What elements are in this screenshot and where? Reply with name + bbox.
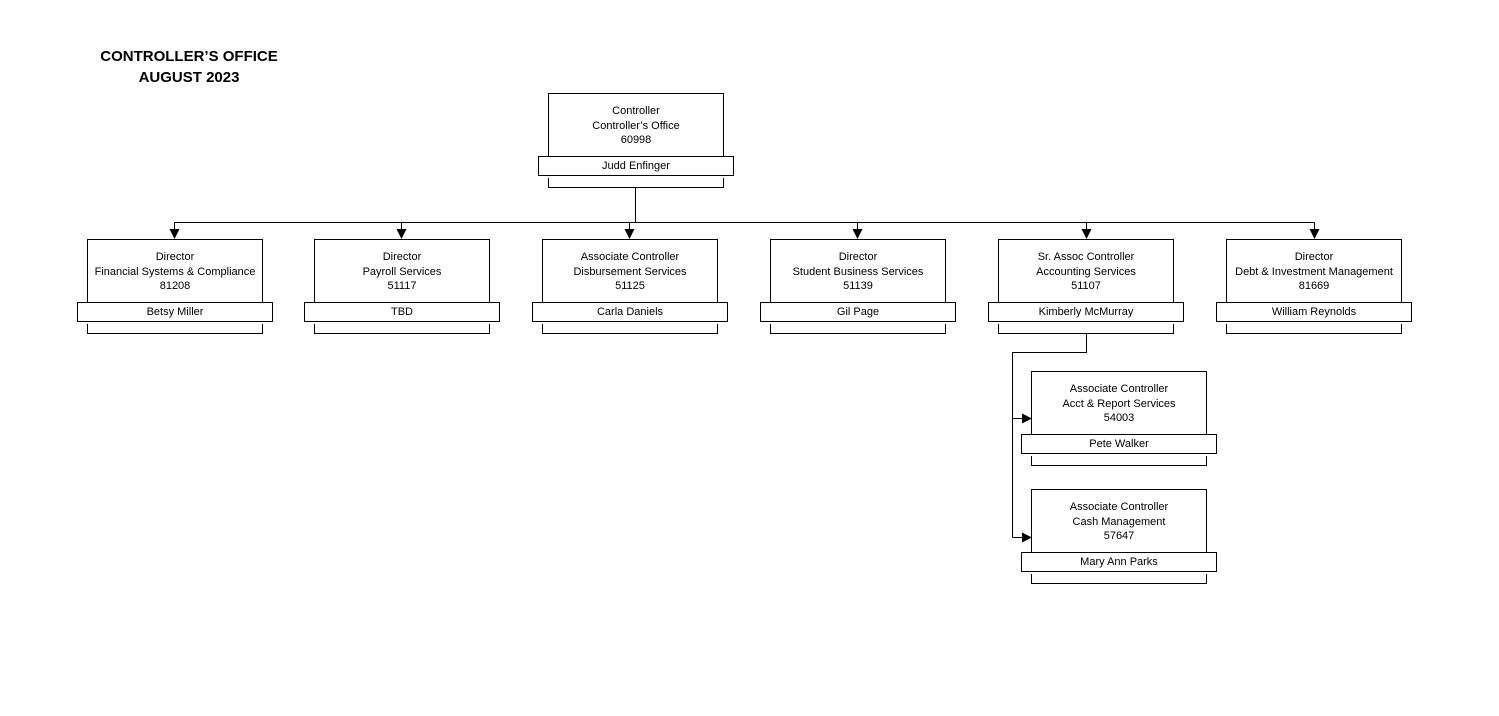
position-title: Sr. Assoc Controller	[1037, 251, 1135, 263]
accounting-subtree-line	[1012, 334, 1087, 538]
org-node-financial-systems[interactable]: Director Financial Systems & Compliance …	[77, 239, 273, 334]
employee-name: Gil Page	[760, 302, 956, 322]
org-node-debt-investment[interactable]: Director Debt & Investment Management 81…	[1216, 239, 1412, 334]
position-title: Controller	[612, 105, 660, 117]
position-title: Director	[155, 251, 195, 263]
department-name: Payroll Services	[362, 265, 442, 278]
position-title: Associate Controller	[580, 251, 680, 263]
department-code: 54003	[1103, 412, 1135, 424]
department-name: Student Business Services	[792, 265, 924, 278]
position-title: Director	[382, 251, 422, 263]
org-node-disbursement[interactable]: Associate Controller Disbursement Servic…	[532, 239, 728, 334]
department-name: Cash Management	[1072, 515, 1166, 528]
chart-title: CONTROLLER’S OFFICE	[100, 48, 278, 65]
employee-name: Carla Daniels	[532, 302, 728, 322]
department-name: Acct & Report Services	[1062, 397, 1176, 410]
org-node-cash-management[interactable]: Associate Controller Cash Management 576…	[1021, 489, 1217, 584]
org-node-student-business[interactable]: Director Student Business Services 51139…	[760, 239, 956, 334]
org-node-payroll[interactable]: Director Payroll Services 51117 TBD	[304, 239, 500, 334]
department-code: 51107	[1071, 280, 1101, 292]
position-title: Director	[838, 251, 878, 263]
position-title: Director	[1294, 251, 1334, 263]
employee-name: Pete Walker	[1021, 434, 1217, 454]
department-code: 57647	[1103, 530, 1135, 542]
department-code: 51139	[843, 280, 873, 292]
department-name: Debt & Investment Management	[1235, 265, 1393, 278]
department-code: 51117	[387, 280, 417, 292]
department-name: Controller’s Office	[592, 119, 680, 132]
org-node-controller[interactable]: Controller Controller’s Office 60998 Jud…	[538, 93, 734, 188]
position-title: Associate Controller	[1069, 383, 1169, 395]
department-name: Disbursement Services	[573, 265, 687, 278]
org-node-accounting[interactable]: Sr. Assoc Controller Accounting Services…	[988, 239, 1184, 334]
org-node-acct-report[interactable]: Associate Controller Acct & Report Servi…	[1021, 371, 1217, 466]
employee-name: Judd Enfinger	[538, 156, 734, 176]
department-code: 81669	[1298, 280, 1330, 292]
department-name: Financial Systems & Compliance	[94, 265, 256, 278]
department-name: Accounting Services	[1036, 265, 1136, 278]
employee-name: Kimberly McMurray	[988, 302, 1184, 322]
department-code: 60998	[620, 134, 652, 146]
employee-name: Betsy Miller	[77, 302, 273, 322]
position-title: Associate Controller	[1069, 501, 1169, 513]
employee-name: William Reynolds	[1216, 302, 1412, 322]
chart-date: AUGUST 2023	[138, 69, 240, 86]
department-code: 51125	[615, 280, 645, 292]
employee-name: TBD	[304, 302, 500, 322]
employee-name: Mary Ann Parks	[1021, 552, 1217, 572]
department-code: 81208	[159, 280, 191, 292]
